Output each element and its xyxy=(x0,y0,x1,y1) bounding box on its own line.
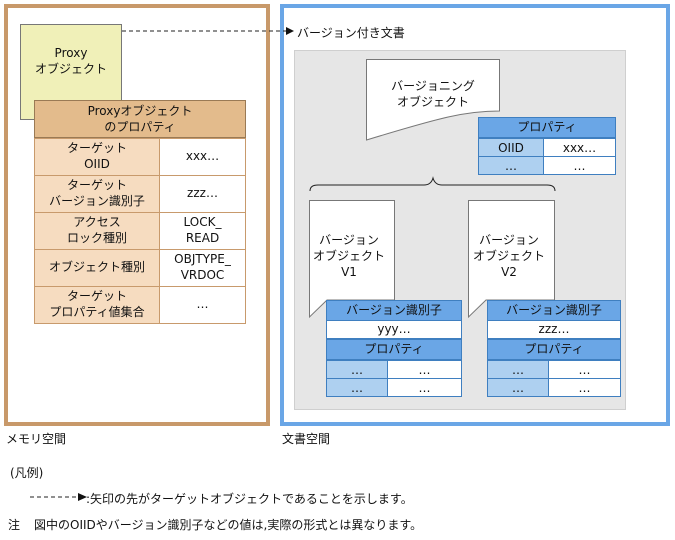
versioning-prop-table: OIID xxx… … … xyxy=(478,138,616,175)
proxy-prop-head-line2: のプロパティ xyxy=(104,120,176,134)
prop-key: オブジェクト種別 xyxy=(48,260,145,275)
version-v2-prop-table: … … … … xyxy=(487,360,621,397)
prop-value: … xyxy=(387,360,462,379)
prop-value: … xyxy=(548,360,621,379)
proxy-line2: オブジェクト xyxy=(34,62,107,76)
prop-key: … xyxy=(487,360,549,379)
table-row: ターゲットプロパティ値集合 … xyxy=(34,286,246,324)
version-v1-prop-header: プロパティ xyxy=(326,339,462,360)
table-row: … … xyxy=(487,378,621,397)
version-v1-id-header: バージョン識別子 xyxy=(326,300,462,321)
note-text: 図中のOIIDやバージョン識別子などの値は,実際の形式とは異なります。 xyxy=(34,518,423,532)
proxy-prop-head-line1: Proxyオブジェクト xyxy=(87,103,193,118)
prop-value: zzz… xyxy=(187,186,218,201)
version-v1-line2: オブジェクト xyxy=(312,249,385,264)
version-v2-id-value: zzz… xyxy=(487,321,621,339)
prop-value: … xyxy=(196,297,209,312)
target-label: バージョン付き文書 xyxy=(297,26,405,40)
prop-value: READ xyxy=(185,231,220,245)
table-row: ターゲットバージョン識別子 zzz… xyxy=(34,175,246,213)
legend-title: (凡例) xyxy=(10,466,44,480)
table-row: … … xyxy=(487,360,621,379)
version-v1-label: バージョン オブジェクト V1 xyxy=(309,232,389,281)
version-v1-id-value: yyy… xyxy=(326,321,462,339)
prop-key: ターゲット xyxy=(66,178,127,193)
version-v2-line1: バージョン xyxy=(479,233,539,247)
prop-value: xxx… xyxy=(185,149,220,164)
proxy-properties-header: Proxyオブジェクト のプロパティ xyxy=(34,100,246,138)
version-v2-prop-header: プロパティ xyxy=(487,339,621,360)
document-space-frame xyxy=(280,4,670,426)
prop-key: プロパティ値集合 xyxy=(49,305,145,319)
prop-value: … xyxy=(387,378,462,397)
version-v1-line1: バージョン xyxy=(319,233,379,247)
prop-value: LOCK_ xyxy=(183,215,222,230)
prop-value: … xyxy=(543,156,616,175)
table-row: オブジェクト種別 OBJTYPE_VRDOC xyxy=(34,249,246,287)
legend-arrow-icon xyxy=(30,493,87,501)
prop-key: … xyxy=(326,360,388,379)
table-row: … … xyxy=(326,360,462,379)
proxy-line1: Proxy xyxy=(54,45,88,60)
version-v1-line3: V1 xyxy=(341,265,357,280)
document-space-label: 文書空間 xyxy=(282,432,331,446)
prop-key: ターゲット xyxy=(66,141,127,156)
prop-key: ターゲット xyxy=(66,289,127,304)
table-row: … … xyxy=(478,156,616,175)
version-v2-line2: オブジェクト xyxy=(472,249,545,264)
prop-value: OBJTYPE_ xyxy=(174,252,231,267)
table-row: OIID xxx… xyxy=(478,138,616,157)
note-prefix: 注 xyxy=(8,518,21,532)
prop-value: VRDOC xyxy=(180,268,225,282)
prop-key: … xyxy=(487,378,549,397)
version-v1-prop-table: … … … … xyxy=(326,360,462,397)
versioning-line1: バージョニング xyxy=(391,79,475,93)
version-v2-line3: V2 xyxy=(501,265,517,280)
prop-value: xxx… xyxy=(543,138,616,157)
prop-key: … xyxy=(326,378,388,397)
prop-key: OIID xyxy=(84,157,110,171)
table-row: アクセスロック種別 LOCK_READ xyxy=(34,212,246,250)
legend-arrow-text: :矢印の先がターゲットオブジェクトであることを示します。 xyxy=(86,492,413,506)
prop-value: … xyxy=(548,378,621,397)
prop-key: … xyxy=(478,156,544,175)
version-v2-label: バージョン オブジェクト V2 xyxy=(468,232,550,281)
versioning-object-shape xyxy=(366,59,500,141)
memory-space-frame xyxy=(4,4,270,426)
table-row: … … xyxy=(326,378,462,397)
prop-key: ロック種別 xyxy=(66,231,127,245)
prop-key: バージョン識別子 xyxy=(49,194,145,208)
prop-key: アクセス xyxy=(73,215,121,230)
versioning-object-label: バージョニング オブジェクト xyxy=(366,78,500,110)
version-v2-id-header: バージョン識別子 xyxy=(487,300,621,321)
versioning-line2: オブジェクト xyxy=(396,95,469,110)
versioning-prop-header: プロパティ xyxy=(478,117,616,138)
memory-space-label: メモリ空間 xyxy=(6,432,67,446)
